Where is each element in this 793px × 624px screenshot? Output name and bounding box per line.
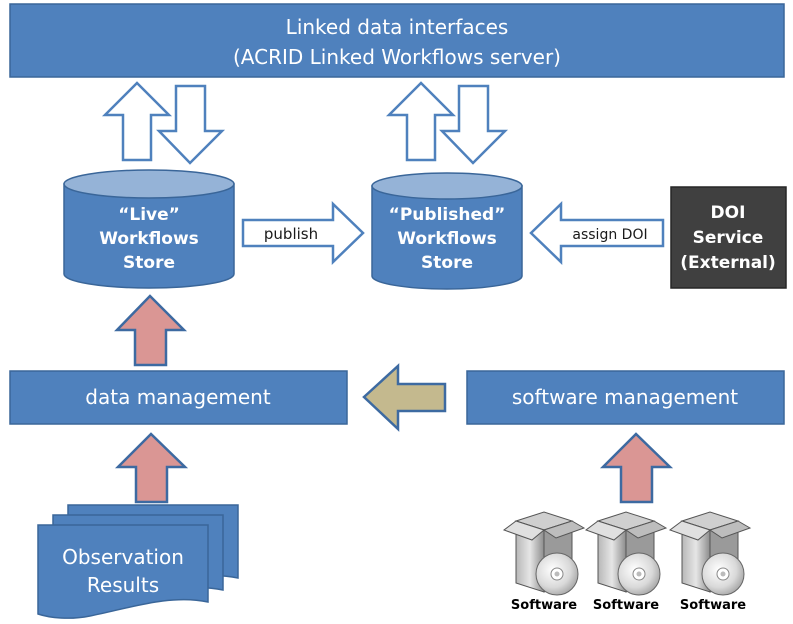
published-workflows-store: “Published” Workflows Store (371, 172, 523, 290)
data-to-live-arrow (114, 294, 188, 367)
software-package-1: Software (502, 511, 586, 613)
doi-service-box: DOI Service (External) (670, 186, 787, 289)
doi-service-line3: (External) (680, 253, 776, 273)
observations-to-data-arrow (114, 432, 189, 504)
publish-arrow: publish (241, 201, 365, 265)
live-down-arrow (156, 84, 226, 165)
software-to-management-arrow (599, 432, 674, 504)
software-package-2: Software (584, 511, 668, 613)
cd-disc-icon (617, 552, 661, 596)
live-store-line2: Workflows (99, 229, 199, 249)
live-store-line1: “Live” (118, 205, 180, 225)
assign-doi-arrow: assign DOI (529, 201, 665, 265)
software-caption-1: Software (511, 598, 577, 613)
data-management-box: data management (9, 370, 348, 425)
data-management-label: data management (85, 385, 271, 409)
observation-results-line2: Results (87, 573, 159, 597)
live-up-arrow (101, 81, 173, 162)
published-store-line3: Store (421, 253, 473, 273)
published-up-arrow (385, 81, 457, 162)
software-caption-3: Software (680, 598, 746, 613)
software-to-data-arrow (362, 363, 447, 432)
cd-disc-icon (535, 552, 579, 596)
published-down-arrow (439, 84, 509, 165)
linked-data-title: Linked data interfaces (286, 15, 509, 39)
linked-data-subtitle: (ACRID Linked Workflows server) (233, 45, 561, 69)
observation-results-line1: Observation (62, 545, 184, 569)
published-store-line1: “Published” (389, 205, 506, 225)
software-caption-2: Software (593, 598, 659, 613)
live-workflows-store: “Live” Workflows Store (63, 169, 235, 289)
observation-results-docs: Observation Results (37, 504, 239, 619)
live-store-line3: Store (123, 253, 175, 273)
linked-data-interfaces-box: Linked data interfaces (ACRID Linked Wor… (9, 3, 785, 78)
publish-arrow-label: publish (264, 225, 318, 243)
software-management-label: software management (512, 385, 738, 409)
doi-service-line1: DOI (711, 203, 746, 223)
doi-service-line2: Service (693, 228, 764, 248)
published-store-line2: Workflows (397, 229, 497, 249)
cd-disc-icon (701, 552, 745, 596)
assign-doi-label: assign DOI (572, 227, 647, 243)
software-package-3: Software (668, 511, 752, 613)
software-management-box: software management (466, 370, 785, 425)
